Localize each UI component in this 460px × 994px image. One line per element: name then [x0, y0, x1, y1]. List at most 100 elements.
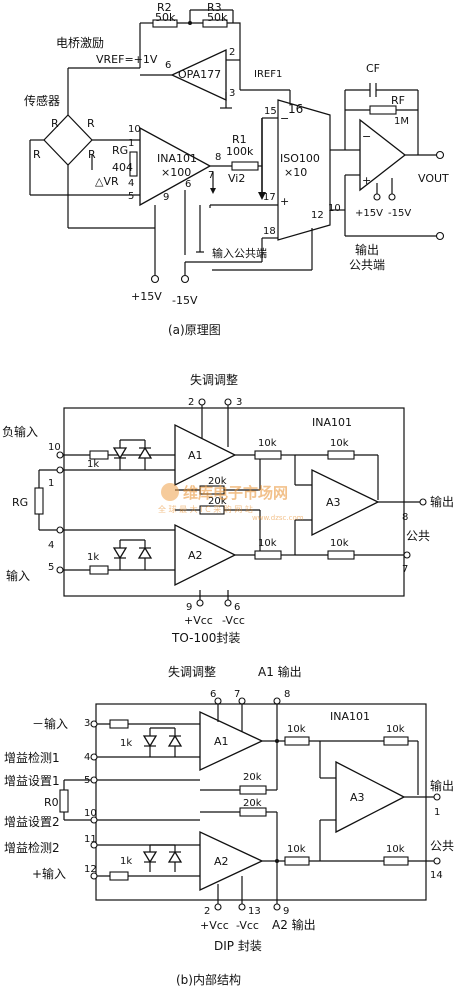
b1-label-vcc-pos: +Vcc [184, 614, 213, 627]
figure-b-dip: 失调调整 A1 输出 6 7 8 INA101 －输入 3 增益检测1 4 增益… [4, 664, 454, 953]
b2-label-output: 输出 [430, 778, 454, 793]
iso-plus-sign: + [280, 195, 289, 208]
ina-pin8: 8 [215, 152, 221, 163]
b1-chip-label: INA101 [312, 416, 352, 429]
b2-pin3: 3 [84, 718, 90, 729]
ina-pin10: 10 [128, 124, 141, 135]
label-ina-gain: ×100 [161, 166, 191, 179]
b2-term-4 [90, 753, 98, 761]
bridge-r-tr: R [87, 117, 95, 130]
label-vref: VREF=+1V [96, 53, 158, 66]
label-r3-val: 50k [207, 11, 228, 24]
b2-label-vcc-neg: -Vcc [236, 919, 259, 932]
label-bridge-excitation: 电桥激励 [56, 36, 104, 50]
pin-3-terminal [224, 398, 232, 406]
b1-label-input: 输入 [6, 568, 30, 583]
label-r3: R3 [207, 1, 222, 14]
b2-pin2: 2 [204, 906, 210, 917]
b2-pin14: 14 [430, 870, 443, 881]
b2-pin1: 1 [434, 807, 440, 818]
out-minus-sign: − [362, 130, 371, 143]
ina-pin1: 1 [128, 138, 134, 149]
b2-diodes-bottom [142, 844, 183, 872]
b1-pin8: 8 [402, 512, 408, 523]
figure-b-to100: 失调调整 2 3 INA101 负输入 10 1 RG 4 输入 5 1k 1k [2, 372, 454, 645]
label-plus15: +15V [131, 290, 162, 303]
b2-label-vcc-pos: +Vcc [200, 919, 229, 932]
caption-b: (b)内部结构 [176, 972, 241, 987]
label-vout: VOUT [418, 172, 449, 185]
b2-term-10 [90, 816, 98, 824]
b2-term-13 [238, 903, 246, 911]
b1-diodes-top [112, 439, 153, 470]
label-rg-val: 404 [112, 161, 133, 174]
opamp-output [359, 118, 407, 192]
b2-pin12: 12 [84, 864, 97, 875]
label-1m: 1M [394, 116, 409, 127]
b1-label-a1: A1 [188, 449, 203, 462]
ina-pin5: 5 [128, 191, 134, 202]
b2-term-6 [214, 697, 222, 705]
b1-label-20k-top: 20k [208, 476, 227, 487]
terminal-vout [435, 150, 445, 160]
b1-label-output: 输出 [430, 494, 454, 509]
label-out-minus15: -15V [388, 208, 411, 219]
watermark: 维库电子市场网 全 球 最 大 I C 采 购 网 站 www.dzsc.com [158, 483, 304, 522]
label-output-common-1: 输出 [355, 242, 379, 257]
b1-term-5 [56, 566, 64, 574]
b1-term-10 [56, 451, 64, 459]
watermark-subtitle: 全 球 最 大 I C 采 购 网 站 [158, 504, 253, 514]
resistor-rg [129, 151, 138, 177]
b2-term-12 [90, 872, 98, 880]
opa-pin6: 6 [165, 60, 171, 71]
b2-label-a1-out: A1 输出 [258, 664, 302, 679]
b2-pin11: 11 [84, 834, 97, 845]
b1-pin9: 9 [186, 602, 192, 613]
label-iref: IREF1 [254, 69, 282, 80]
b1-label-a3: A3 [326, 496, 341, 509]
b2-pin7: 7 [234, 689, 240, 700]
isolation-amp-iso100 [277, 99, 331, 241]
b2-term-1 [433, 793, 441, 801]
b2-label-10k-d: 10k [386, 844, 405, 855]
figure-a: R2 50k R3 50k OPA177 6 2 3 电桥激励 VREF=+1V… [24, 1, 449, 337]
label-r1-val: 100k [226, 145, 254, 158]
label-out-plus15: +15V [355, 208, 383, 219]
pin-2-terminal [198, 398, 206, 406]
b1-term-6 [224, 599, 232, 607]
b1-label-10k-c: 10k [258, 538, 277, 549]
caption-a: (a)原理图 [168, 323, 221, 337]
b1-label-10k-d: 10k [330, 538, 349, 549]
b1-term-9 [196, 599, 204, 607]
b1-pin6: 6 [234, 602, 240, 613]
label-input-common: 输入公共端 [212, 246, 267, 260]
b2-label-package: DIP 封装 [214, 939, 262, 953]
amp-ina101 [139, 126, 212, 207]
b2-pin4: 4 [84, 752, 90, 763]
label-vi2: Vi2 [228, 172, 245, 185]
b1-label-neg-input: 负输入 [2, 424, 38, 439]
label-r2: R2 [157, 1, 172, 14]
b1-term-4 [56, 526, 64, 534]
b1-opamp-a2 [174, 523, 237, 587]
b1-term-7 [403, 551, 411, 559]
b2-pin13: 13 [248, 906, 261, 917]
b1-label-1k-bot: 1k [87, 552, 99, 563]
resistor-r1 [231, 161, 259, 171]
b1-pin7: 7 [402, 564, 408, 575]
b2-pin6: 6 [210, 689, 216, 700]
terminal-out-plus15 [373, 193, 381, 201]
b2-label-gain-set2: 增益设置2 [4, 815, 60, 829]
label-delta-vr: △VR [95, 175, 119, 188]
b1-label-a2: A2 [188, 549, 203, 562]
b1-label-1k-top: 1k [87, 459, 99, 470]
b1-label-common: 公共 [406, 529, 430, 543]
b1-label-20k-bot: 20k [208, 496, 227, 507]
b1-pin10: 10 [48, 442, 61, 453]
b2-label-20k-top: 20k [243, 772, 262, 783]
label-ina101: INA101 [157, 152, 197, 165]
label-rg: RG [112, 144, 128, 157]
iso-pin16: 16 [288, 102, 303, 116]
b1-label-vcc-neg: -Vcc [222, 614, 245, 627]
